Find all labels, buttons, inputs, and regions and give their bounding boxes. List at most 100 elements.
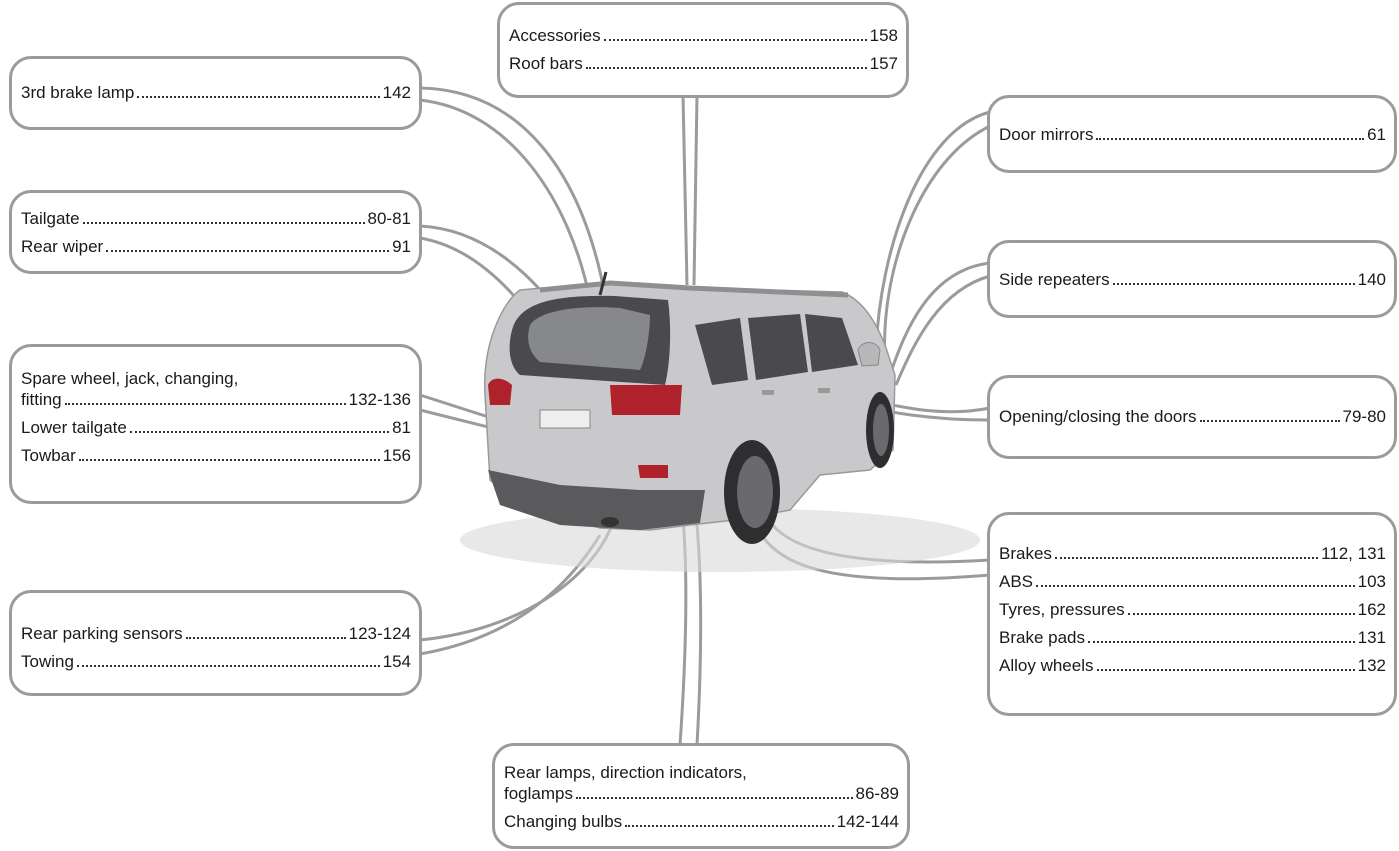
rear-wheel-rim [737, 456, 773, 528]
entry-label: Alloy wheels [999, 656, 1094, 675]
entry-label: Towing [21, 652, 74, 671]
entry-3rd-brake-lamp: 3rd brake lamp 142 [21, 82, 411, 103]
entry-page: 142-144 [836, 812, 899, 831]
entry-brake-pads: Brake pads 131 [999, 627, 1386, 648]
entry-page: 61 [1367, 125, 1386, 144]
leader-dots [1127, 613, 1355, 615]
door-mirror [857, 342, 881, 367]
entry-brakes: Brakes 112, 131 [999, 543, 1386, 564]
entry-page: 112, 131 [1321, 544, 1386, 563]
entry-label-line2: fitting [21, 390, 62, 409]
entry-label: Brake pads [999, 628, 1085, 647]
entry-page: 132 [1357, 656, 1386, 675]
antenna [598, 271, 608, 296]
callout-accessories: Accessories 158 Roof bars 157 [497, 2, 909, 98]
callout-doors: Opening/closing the doors 79-80 [987, 375, 1397, 459]
entry-label: Opening/closing the doors [999, 407, 1197, 426]
entry-label: Door mirrors [999, 125, 1094, 144]
entry-alloy-wheels: Alloy wheels 132 [999, 655, 1386, 676]
leader-dots [1112, 283, 1355, 285]
leader-line-repeaters-2 [894, 274, 991, 386]
entry-page: 158 [869, 26, 898, 45]
callout-mirrors: Door mirrors 61 [987, 95, 1397, 173]
exhaust-pipe [601, 517, 619, 527]
entry-door-mirrors: Door mirrors 61 [999, 124, 1386, 145]
leader-line-mirrors-2 [883, 124, 991, 361]
callout-tailgate: Tailgate 80-81 Rear wiper 91 [9, 190, 422, 274]
entry-page: 156 [382, 446, 411, 465]
entry-label: Tailgate [21, 209, 80, 228]
leader-dots [78, 459, 380, 461]
entry-label: ABS [999, 572, 1034, 591]
front-wheel-rim [873, 404, 889, 456]
entry-label: Changing bulbs [504, 812, 623, 831]
callout-brakes: Brakes 112, 131 ABS 103 Tyres, pressures… [987, 512, 1397, 716]
entry-label: Towbar [21, 446, 76, 465]
leader-dots [106, 250, 390, 252]
entry-page: 157 [869, 54, 898, 73]
number-plate [539, 409, 591, 429]
leader-dots [1054, 557, 1319, 559]
leader-dots [585, 67, 867, 69]
entry-page: 103 [1357, 572, 1386, 591]
entry-page: 140 [1357, 270, 1386, 289]
entry-label: Lower tailgate [21, 418, 127, 437]
door-handle-rear [762, 390, 774, 395]
leader-dots [137, 96, 380, 98]
entry-roof-bars: Roof bars 157 [509, 53, 898, 74]
entry-rear-lamps: Rear lamps, direction indicators, foglam… [504, 762, 899, 804]
tail-lamp-right [610, 385, 682, 415]
entry-label: Accessories [509, 26, 601, 45]
leader-dots [129, 431, 390, 433]
entry-label: Rear wiper [21, 237, 104, 256]
entry-label-line1: Rear lamps, direction indicators, [504, 763, 747, 782]
rear-window-reflection [528, 307, 650, 370]
entry-page: 132-136 [348, 390, 411, 409]
entry-label-line2: foglamps [504, 784, 573, 803]
rear-bumper [488, 470, 705, 530]
callout-parking: Rear parking sensors 123-124 Towing 154 [9, 590, 422, 696]
entry-page: 86-89 [855, 784, 899, 803]
entry-label: Rear parking sensors [21, 624, 183, 643]
leader-line-mirrors-1 [874, 110, 991, 351]
entry-spare-wheel: Spare wheel, jack, changing, fitting 132… [21, 368, 411, 410]
entry-page: 142 [382, 83, 411, 102]
entry-label: Side repeaters [999, 270, 1110, 289]
entry-label: Roof bars [509, 54, 583, 73]
entry-towbar: Towbar 156 [21, 445, 411, 466]
leader-dots [1096, 669, 1355, 671]
entry-page: 91 [392, 237, 411, 256]
callout-repeaters: Side repeaters 140 [987, 240, 1397, 318]
leader-line-accessories-1 [681, 94, 689, 286]
leader-dots [1199, 420, 1340, 422]
leader-dots [603, 39, 867, 41]
entry-towing: Towing 154 [21, 651, 411, 672]
entry-page: 131 [1357, 628, 1386, 647]
leader-dots [76, 665, 380, 667]
entry-side-repeaters: Side repeaters 140 [999, 269, 1386, 290]
entry-rear-wiper: Rear wiper 91 [21, 236, 411, 257]
entry-label: Brakes [999, 544, 1052, 563]
leader-dots [185, 637, 346, 639]
entry-page: 123-124 [348, 624, 411, 643]
leader-dots [82, 222, 365, 224]
entry-page: 154 [382, 652, 411, 671]
leader-dots [1088, 641, 1355, 643]
side-window-rear [695, 318, 748, 385]
entry-opening-closing-doors: Opening/closing the doors 79-80 [999, 406, 1386, 427]
leader-line-brake-lamp-1 [419, 86, 606, 291]
leader-line-accessories-2 [692, 94, 699, 286]
leader-dots [1096, 138, 1365, 140]
entry-tyres-pressures: Tyres, pressures 162 [999, 599, 1386, 620]
leader-dots [64, 403, 346, 405]
entry-rear-parking-sensors: Rear parking sensors 123-124 [21, 623, 411, 644]
door-handle-front [818, 388, 830, 393]
entry-page: 80-81 [367, 209, 411, 228]
entry-changing-bulbs: Changing bulbs 142-144 [504, 811, 899, 832]
leader-dots [575, 797, 853, 799]
leader-dots [625, 825, 834, 827]
leader-line-brake-lamp-2 [419, 98, 592, 301]
